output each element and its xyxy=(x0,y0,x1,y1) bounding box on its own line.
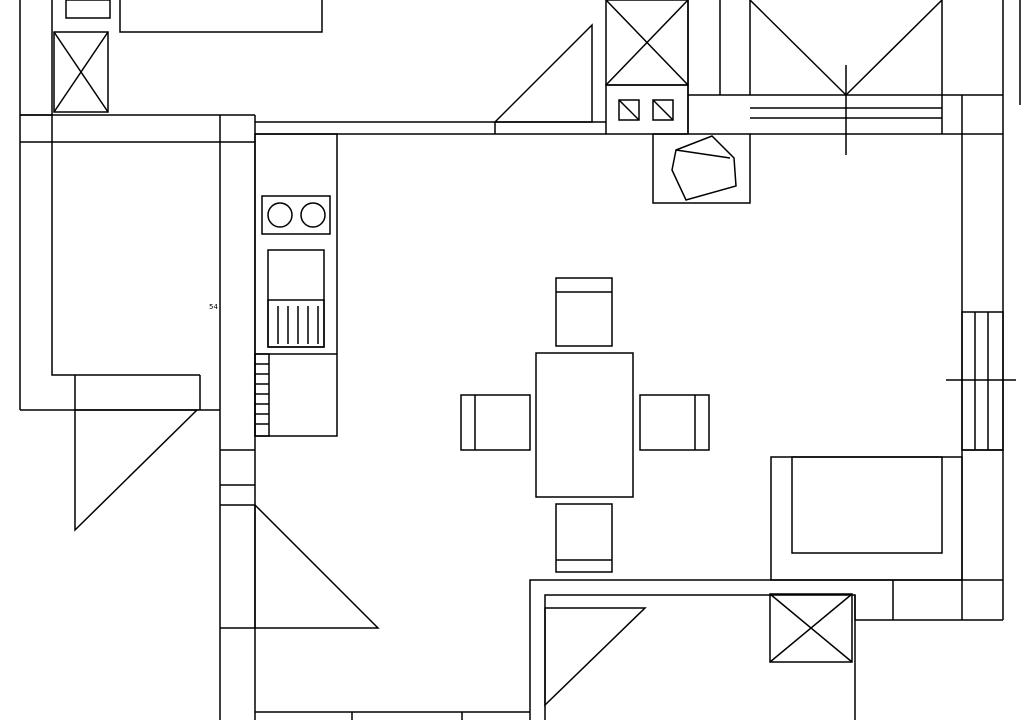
chair-bottom xyxy=(555,503,613,573)
door-top-right xyxy=(749,0,943,97)
left-room-box xyxy=(51,142,200,376)
top-left-room-bottom xyxy=(119,0,323,33)
vent-2 xyxy=(652,99,674,121)
radiator-fins xyxy=(255,363,269,425)
chair-top xyxy=(555,277,613,347)
shaft-top-left xyxy=(53,31,109,113)
chair-left xyxy=(460,394,531,451)
top-left-wall-inner xyxy=(20,0,53,116)
shafts xyxy=(53,0,853,663)
burner-right xyxy=(300,202,326,228)
bottom-wall-lower xyxy=(544,594,856,720)
room-marker: 54 xyxy=(209,303,218,311)
sofa xyxy=(770,456,963,581)
armchair-base xyxy=(652,133,751,204)
top-left-fixture xyxy=(65,0,111,19)
sink xyxy=(267,249,325,348)
kitchen xyxy=(254,133,338,437)
vent-1 xyxy=(618,99,640,121)
shaft-top-center-x2 xyxy=(605,0,689,86)
door-hall xyxy=(254,503,380,629)
door-left-room xyxy=(74,409,199,532)
door-top-center xyxy=(493,23,593,123)
vent-1-d xyxy=(618,99,640,121)
shaft-bottom-right xyxy=(769,593,853,663)
vent-2-d xyxy=(652,99,674,121)
sofa-seat xyxy=(791,456,943,554)
windows xyxy=(750,95,1016,451)
dining-table xyxy=(535,352,634,498)
window-right xyxy=(961,311,1004,451)
burner-left xyxy=(267,202,293,228)
shaft-top-left-x2 xyxy=(53,31,109,113)
kitchen-counter xyxy=(254,133,338,437)
chair-right xyxy=(639,394,710,451)
drainboard-ribs xyxy=(277,306,319,344)
armchair-seat xyxy=(675,149,731,159)
doors xyxy=(74,0,943,707)
radiator xyxy=(254,353,270,437)
armchair xyxy=(671,135,737,201)
shaft-bottom-right-x2 xyxy=(769,593,853,663)
door-bottom xyxy=(544,607,647,707)
dining-set xyxy=(460,277,710,573)
stove xyxy=(261,195,331,235)
sink-drainboard xyxy=(267,299,325,348)
corner-armchair xyxy=(652,133,751,204)
sofa-body xyxy=(770,456,963,581)
